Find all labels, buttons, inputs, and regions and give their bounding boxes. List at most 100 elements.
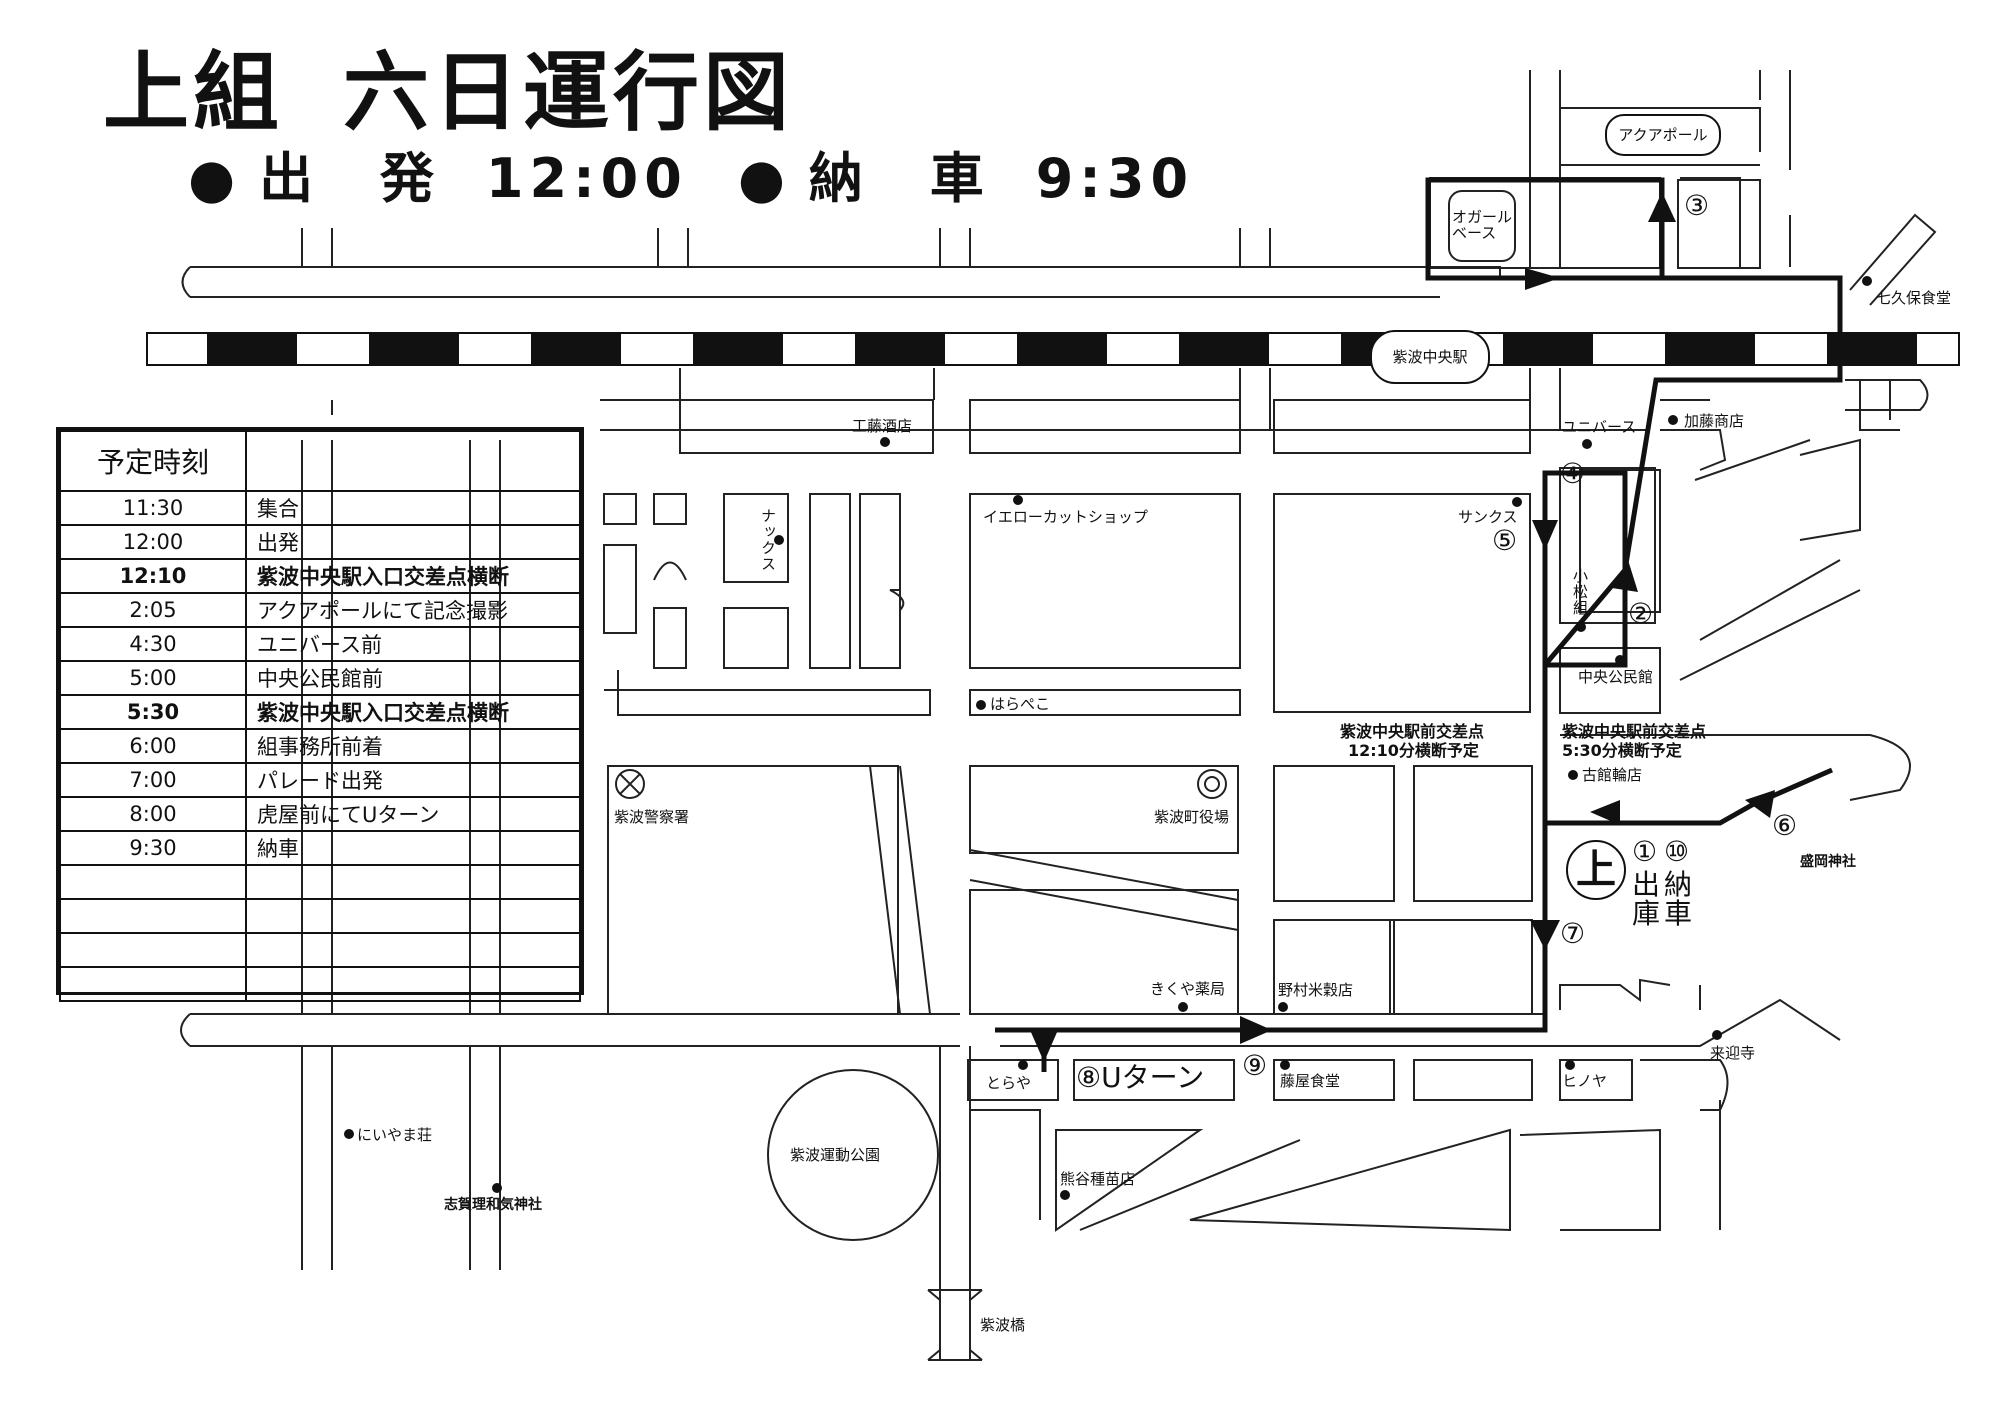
home-base-icon: 上 (1566, 840, 1626, 900)
schedule-time (59, 932, 247, 968)
block (969, 765, 1239, 854)
nax-label: ナックス (759, 508, 777, 572)
road (653, 561, 687, 581)
road (600, 399, 1650, 431)
arrow-up (1648, 192, 1676, 222)
schedule-row (59, 898, 581, 934)
kudo-label: 工藤酒店 (852, 417, 913, 435)
schedule-time: 4:30 (59, 626, 247, 662)
schedule-time: 5:00 (59, 660, 247, 696)
block (1273, 765, 1395, 902)
station-label: 紫波中央駅 (1370, 330, 1490, 384)
road (1559, 978, 1671, 1010)
block (1413, 1059, 1533, 1101)
schedule-event: アクアポールにて記念撮影 (245, 592, 581, 628)
route-number-2: ② (1628, 597, 1654, 630)
route-number-9: ⑨ (1242, 1049, 1268, 1082)
road (899, 765, 931, 1015)
arrow-down (1530, 920, 1560, 950)
schedule-event (245, 864, 581, 900)
schedule-time: 7:00 (59, 762, 247, 798)
schedule-header: 予定時刻 (59, 430, 247, 492)
road (1079, 1139, 1301, 1231)
arrow-left (1745, 790, 1775, 818)
road (889, 589, 905, 668)
road (190, 998, 1841, 1047)
block (723, 607, 789, 669)
landmark-dot (1512, 497, 1522, 507)
road (604, 670, 931, 716)
arrow-right (1525, 268, 1560, 290)
road (1799, 438, 1861, 541)
ogal-base-block (1448, 190, 1516, 262)
road (1679, 589, 1861, 681)
sunkus-label: サンクス (1458, 508, 1518, 526)
road (180, 1013, 191, 1047)
aqua-pole-label: アクアポール (1605, 114, 1721, 156)
crossing-530-line2: 5:30分横断予定 (1562, 741, 1682, 760)
road (469, 1046, 501, 1270)
route-number-4: ④ (1560, 457, 1586, 490)
block (723, 493, 789, 583)
landmark-dot (880, 437, 890, 447)
schedule-time: 8:00 (59, 796, 247, 832)
departure-time: 12:00 (485, 147, 688, 210)
route-line (1543, 300, 1843, 667)
schedule-event: 納車 (245, 830, 581, 866)
landmark-dot (1565, 1060, 1575, 1070)
schedule-time: 12:00 (59, 524, 247, 560)
schedule-time: 9:30 (59, 830, 247, 866)
road (1239, 228, 1271, 267)
crossing-1210-line2: 12:10分横断予定 (1348, 741, 1479, 760)
block (859, 493, 901, 669)
block (1273, 399, 1531, 454)
title-main: 六日運行図 (343, 43, 793, 143)
park-circle (767, 1069, 939, 1241)
niiyama-label: にいやま荘 (357, 1126, 433, 1144)
schedule-time: 6:00 (59, 728, 247, 764)
block (1413, 765, 1533, 902)
schedule-event: 虎屋前にてUターン (245, 796, 581, 832)
landmark-dot (1280, 1060, 1290, 1070)
road (939, 228, 971, 267)
crossing-1210-line1: 紫波中央駅前交差点 (1340, 722, 1485, 741)
road (969, 849, 1239, 901)
landmark-dot (1712, 1030, 1722, 1040)
raigoji-label: 来迎寺 (1710, 1044, 1756, 1062)
landmark-dot (1178, 1002, 1188, 1012)
road (1055, 1129, 1204, 1232)
schedule-row (59, 966, 581, 1002)
schedule-event (245, 932, 581, 968)
road (1579, 469, 1661, 613)
road (1189, 1128, 1511, 1232)
route-number-1: ① (1632, 835, 1658, 868)
nanakubo-label: 七久保食堂 (1876, 289, 1952, 307)
nomura-label: 野村米穀店 (1278, 981, 1354, 999)
home-return-label: 納 車 (1664, 868, 1693, 931)
block (653, 493, 687, 525)
road (1680, 177, 1741, 267)
road (1859, 380, 1900, 431)
railway-tie (693, 334, 783, 364)
police-icon (615, 769, 645, 799)
schedule-event: パレード出発 (245, 762, 581, 798)
landmark-dot (1862, 276, 1872, 286)
police-label: 紫波警察署 (614, 808, 690, 826)
arrow-down (1532, 520, 1558, 550)
road (939, 1046, 971, 1290)
schedule-event: ユニバース前 (245, 626, 581, 662)
block (969, 493, 1241, 669)
road (657, 228, 689, 267)
kato-label: 加藤商店 (1684, 412, 1745, 430)
furudate-label: 古館輪店 (1582, 766, 1643, 784)
schedule-row (59, 932, 581, 968)
block (603, 544, 637, 634)
road (969, 879, 1239, 931)
railway-tie (1665, 334, 1755, 364)
park-label: 紫波運動公園 (790, 1146, 881, 1164)
